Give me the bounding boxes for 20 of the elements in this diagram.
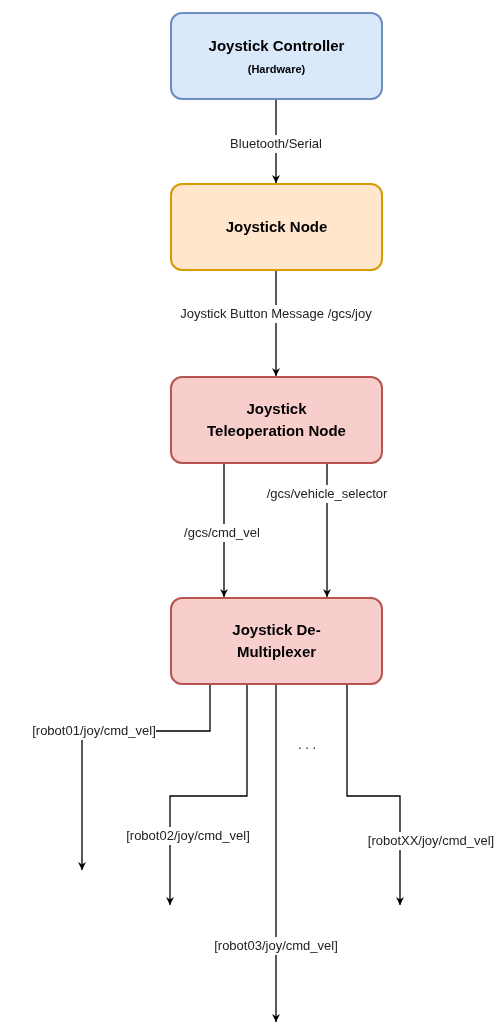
process-box [170,597,383,685]
edge-label: [robot03/joy/cmd_vel] [214,937,338,955]
edge-label: Joystick Button Message /gcs/joy [180,305,372,323]
arrow [346,684,404,906]
edge-label: [robot02/joy/cmd_vel] [126,827,250,845]
edge-label: [robotXX/joy/cmd_vel] [367,832,495,850]
ellipsis-text: . . . [298,736,317,754]
box-title: Joystick De-Multiplexer [231,620,322,662]
box-title: Joystick Controller [208,35,345,56]
arrow [272,684,280,1023]
process-box [170,183,383,271]
edge-label: Bluetooth/Serial [230,135,322,153]
edge-label: /gcs/vehicle_selector [266,485,388,503]
box-subtitle: (Hardware) [247,61,306,77]
box-title: Joystick Teleoperation Node [206,399,347,441]
process-box [170,376,383,464]
process-box [170,12,383,100]
box-title: Joystick Node [225,217,328,237]
edge-label: /gcs/cmd_vel [184,524,260,542]
arrow [166,684,248,906]
